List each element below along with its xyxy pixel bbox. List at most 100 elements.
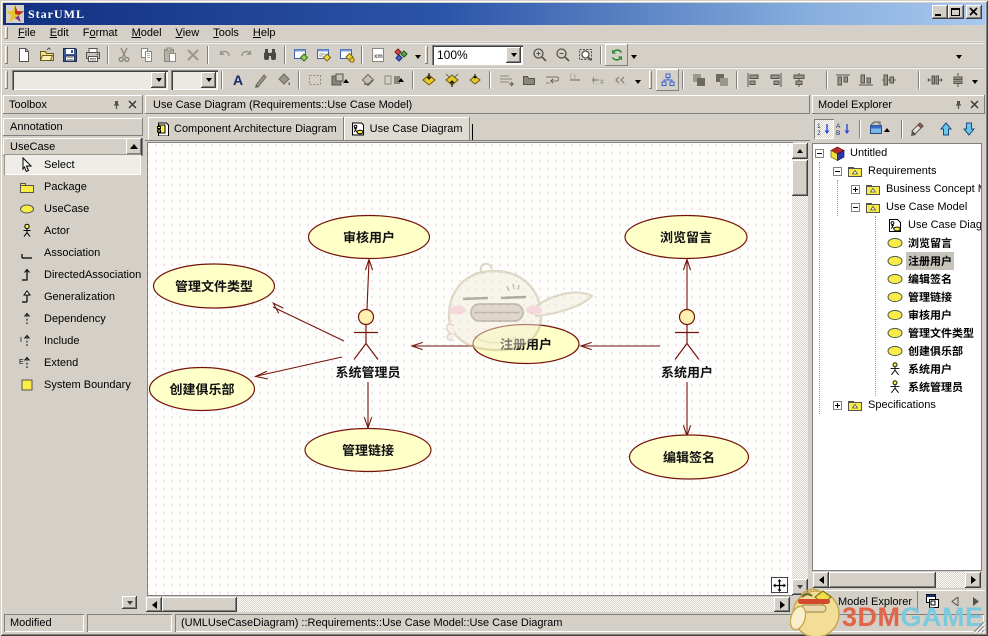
- find-button[interactable]: [258, 44, 281, 66]
- paste-button[interactable]: [158, 44, 181, 66]
- toolbox-item-directed-association[interactable]: DirectedAssociation: [4, 264, 141, 285]
- tree-item-usecase[interactable]: 浏览留言: [887, 234, 952, 252]
- toolbox-item-extend[interactable]: E Extend: [4, 352, 141, 373]
- toolbar-overflow-chevron[interactable]: [969, 69, 980, 91]
- options-button[interactable]: [389, 44, 412, 66]
- tab-scroll-right-icon[interactable]: [970, 595, 983, 608]
- tab-use-case-diagram[interactable]: Use Case Diagram: [343, 117, 470, 140]
- canvas-scroll-up-button[interactable]: [792, 143, 808, 159]
- tree-item-usecase[interactable]: 管理链接: [887, 288, 952, 306]
- close-button[interactable]: [966, 5, 982, 19]
- save-button[interactable]: [58, 44, 81, 66]
- toolbox-item-dependency[interactable]: Dependency: [4, 308, 141, 329]
- tree-item-business-concept-model[interactable]: Business Concept Model: [851, 180, 981, 198]
- toolbox-section-usecase[interactable]: UseCase: [3, 138, 143, 156]
- line-color-button[interactable]: [249, 69, 272, 91]
- fill-color-button[interactable]: [272, 69, 295, 91]
- align-center-button[interactable]: [787, 69, 810, 91]
- use-case-node[interactable]: 创建俱乐部: [148, 366, 256, 412]
- menu-view[interactable]: View: [175, 26, 200, 39]
- tree-item-untitled[interactable]: Untitled: [815, 144, 887, 162]
- align-left-button[interactable]: [741, 69, 764, 91]
- export-xmi-button[interactable]: xm: [366, 44, 389, 66]
- minimize-button[interactable]: [932, 5, 948, 19]
- undo-button[interactable]: [212, 44, 235, 66]
- use-case-node[interactable]: 管理链接: [304, 427, 432, 473]
- tree-item-use-case-model[interactable]: Use Case Model: [851, 198, 967, 216]
- font-name-dropdown-icon[interactable]: [151, 71, 166, 88]
- format-filter-button[interactable]: [908, 119, 928, 139]
- toolbar-overflow-chevron[interactable]: [628, 44, 639, 66]
- zoom-combo[interactable]: 100%: [432, 44, 523, 65]
- diagram-type-button[interactable]: [866, 119, 896, 139]
- redo-button[interactable]: [235, 44, 258, 66]
- bring-forward-button[interactable]: [463, 69, 486, 91]
- refresh-button[interactable]: [605, 44, 628, 66]
- move-up-button[interactable]: [936, 119, 956, 139]
- space-equally-horizontal-button[interactable]: [923, 69, 946, 91]
- tree-item-actor[interactable]: 系统用户: [887, 360, 952, 378]
- menu-help[interactable]: Help: [252, 26, 276, 39]
- toolbox-item-package[interactable]: Package: [4, 176, 141, 197]
- align-middle-button[interactable]: [877, 69, 900, 91]
- toolbar-overflow-chevron[interactable]: [632, 69, 643, 91]
- canvas-horizontal-scroll-thumb[interactable]: [162, 597, 237, 612]
- stereotype-display-button[interactable]: [494, 69, 517, 91]
- actor-node[interactable]: 系统管理员: [335, 308, 401, 382]
- tree-item-usecase[interactable]: 注册用户: [887, 252, 954, 270]
- resize-grip[interactable]: [972, 620, 985, 633]
- line-style-button[interactable]: [356, 69, 379, 91]
- zoom-in-button[interactable]: [528, 44, 551, 66]
- print-button[interactable]: [81, 44, 104, 66]
- font-size-dropdown-icon[interactable]: [201, 71, 216, 88]
- model-explorer-bottom-tab[interactable]: Model Explorer: [834, 591, 918, 612]
- model-folder-button[interactable]: [517, 69, 540, 91]
- menu-grip[interactable]: [5, 27, 8, 39]
- flip-button[interactable]: [379, 69, 409, 91]
- menu-tools[interactable]: Tools: [213, 26, 239, 39]
- canvas-horizontal-scrollbar[interactable]: [146, 597, 790, 612]
- toolbox-scroll-up-button[interactable]: [126, 138, 142, 155]
- toolbar-right-chevron[interactable]: [953, 44, 964, 66]
- font-name-combo[interactable]: [12, 69, 168, 90]
- menu-format[interactable]: Format: [82, 26, 118, 39]
- toolbox-item-include[interactable]: I Include: [4, 330, 141, 351]
- toolbar-grip[interactable]: [425, 45, 428, 64]
- actor-node[interactable]: 系统用户: [661, 308, 713, 382]
- maximize-button[interactable]: [948, 5, 964, 19]
- model-explorer-scroll-left-button[interactable]: [813, 572, 829, 588]
- bring-to-front-button[interactable]: [417, 69, 440, 91]
- tab-scroll-left-icon[interactable]: [949, 595, 962, 608]
- open-button[interactable]: [35, 44, 58, 66]
- zoom-dropdown-icon[interactable]: [506, 46, 521, 63]
- new-button[interactable]: [12, 44, 35, 66]
- toolbox-item-select[interactable]: Select: [4, 154, 141, 175]
- align-right-button[interactable]: [764, 69, 787, 91]
- toolbar-grip[interactable]: [5, 70, 8, 89]
- toolbar-grip[interactable]: [649, 70, 652, 89]
- add-diagram-button[interactable]: [289, 44, 312, 66]
- toolbox-item-generalization[interactable]: Generalization: [4, 286, 141, 307]
- tree-item-requirements[interactable]: Requirements: [833, 162, 936, 180]
- toolbox-item-actor[interactable]: Actor: [4, 220, 141, 241]
- canvas-vertical-scroll-thumb[interactable]: [792, 160, 808, 196]
- tree-item-specifications[interactable]: Specifications: [833, 396, 936, 414]
- delete-button[interactable]: [181, 44, 204, 66]
- toolbox-close-icon[interactable]: [125, 98, 139, 111]
- tree-item-usecase[interactable]: 审核用户: [887, 306, 952, 324]
- align-bottom-button[interactable]: [854, 69, 877, 91]
- move-down-button[interactable]: [959, 119, 979, 139]
- canvas-scroll-right-button[interactable]: [774, 597, 790, 612]
- model-explorer-scroll-right-button[interactable]: [965, 572, 981, 588]
- suppress-attributes-button[interactable]: ( ): [563, 69, 586, 91]
- toolbox-section-annotation[interactable]: Annotation: [3, 118, 143, 136]
- send-to-back-button[interactable]: [440, 69, 463, 91]
- toolbar-overflow-chevron[interactable]: [412, 44, 423, 66]
- canvas-scroll-down-button[interactable]: [792, 579, 808, 595]
- canvas-pan-button[interactable]: [771, 577, 788, 593]
- space-equally-vertical-button[interactable]: [946, 69, 969, 91]
- toolbox-pin-icon[interactable]: [109, 98, 123, 111]
- align-top-button[interactable]: [831, 69, 854, 91]
- collapse-icon[interactable]: [851, 202, 860, 212]
